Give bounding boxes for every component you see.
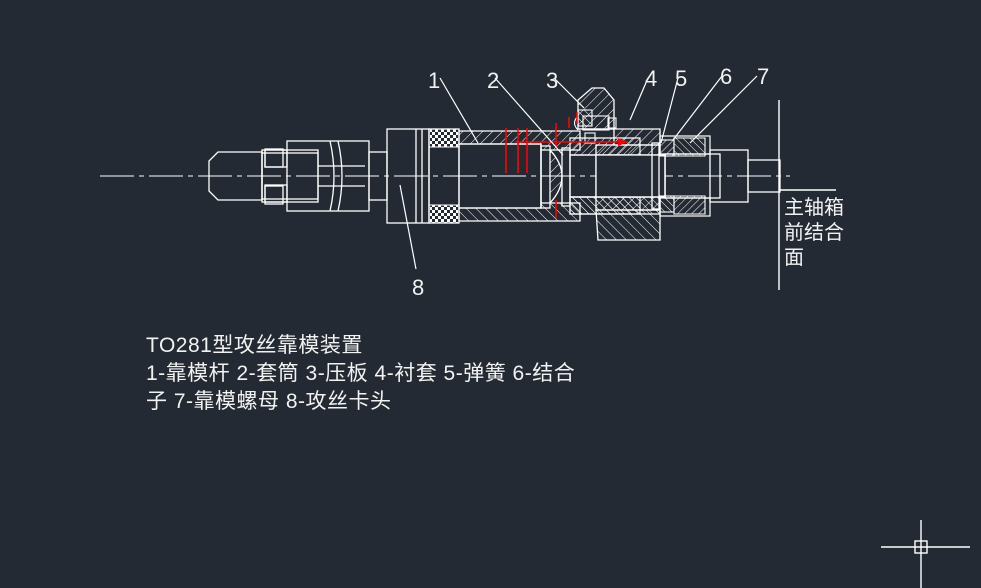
clamp-plate-block bbox=[573, 87, 661, 146]
clamp-pin bbox=[584, 132, 596, 144]
callout-leader-6 bbox=[672, 75, 723, 141]
red-arrow-head bbox=[618, 138, 628, 146]
spring-washer bbox=[651, 142, 660, 210]
barrel-arc-b bbox=[337, 140, 343, 212]
callout-leader-group bbox=[399, 75, 758, 270]
red-arrow-annotation bbox=[515, 138, 628, 146]
knurl-pattern-bottom bbox=[430, 205, 458, 223]
barrel-arc-a bbox=[329, 140, 335, 212]
spring-coupler-group bbox=[651, 135, 721, 217]
sleeve-collar bbox=[561, 147, 571, 207]
chuck-nose-inner bbox=[261, 152, 319, 200]
flange-bore bbox=[595, 154, 666, 198]
callout-leader-5 bbox=[660, 77, 679, 144]
chuck-collar-tl bbox=[264, 148, 284, 168]
knurl-pattern-top bbox=[430, 129, 458, 147]
sleeve-taper bbox=[549, 149, 563, 204]
cursor-pickbox bbox=[914, 540, 928, 554]
coupler-top-hatch bbox=[673, 137, 706, 157]
red-annotation-marks bbox=[505, 112, 628, 218]
callout-leader-2 bbox=[494, 77, 564, 156]
coupler-bot-hatch bbox=[673, 195, 706, 215]
sleeve-ring bbox=[540, 145, 551, 209]
callout-leader-1 bbox=[439, 77, 479, 144]
shaft-step-2 bbox=[747, 159, 781, 193]
clamp-bolt-shank bbox=[582, 115, 610, 131]
clamp-bolt-nut bbox=[607, 117, 617, 129]
callout-leader-8 bbox=[399, 184, 417, 270]
spindle-reference bbox=[778, 100, 836, 290]
clamp-bolt-seat bbox=[577, 109, 593, 127]
flange-lower-hatch bbox=[569, 196, 661, 215]
callout-leader-7 bbox=[689, 75, 758, 144]
callout-leader-3 bbox=[553, 77, 585, 109]
chuck-collar-bl bbox=[264, 185, 284, 205]
knurl-sleeve bbox=[386, 128, 460, 224]
flange-section bbox=[569, 144, 666, 241]
output-shaft bbox=[709, 149, 781, 203]
callout-leader-4 bbox=[629, 77, 649, 121]
chuck-barrel bbox=[286, 140, 388, 212]
crosshair-cursor[interactable] bbox=[881, 520, 970, 588]
coupler-bore bbox=[664, 153, 721, 199]
tap-chuck-assembly bbox=[208, 148, 365, 205]
